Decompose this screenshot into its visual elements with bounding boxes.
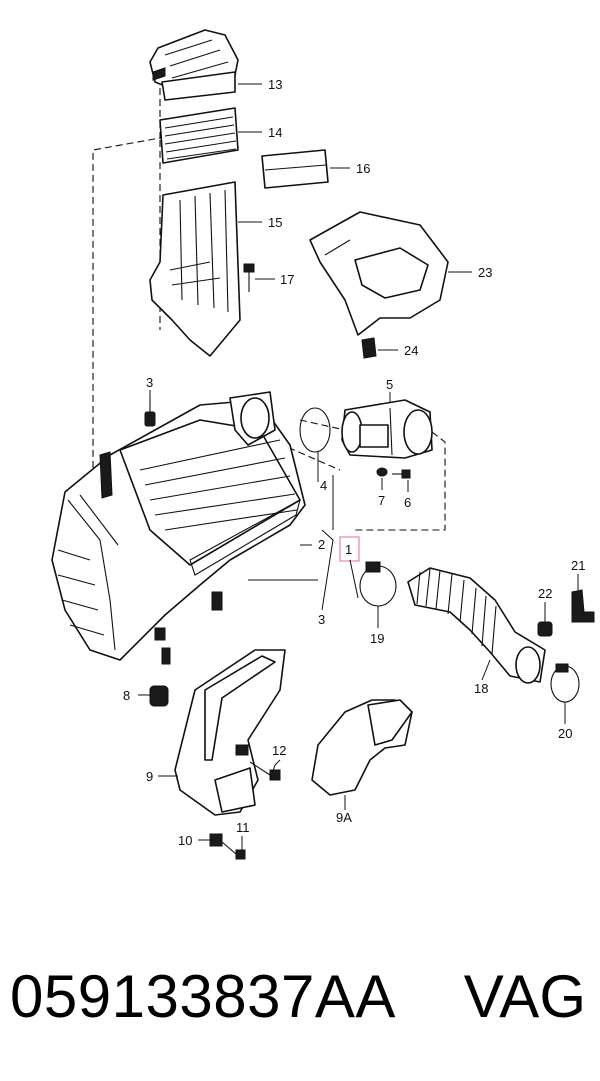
part-9-intake-duct — [174, 649, 286, 816]
exploded-parts-diagram: 13 14 16 15 17 23 24 3 5 7 6 4 2 1 3 19 … — [51, 29, 595, 860]
callout-23: 23 — [478, 265, 492, 280]
part-21-elbow-fitting — [571, 589, 595, 623]
part-11-screw — [221, 841, 246, 860]
part-17-screw — [243, 263, 255, 292]
part-16-foam-insert — [261, 149, 329, 189]
callout-9a: 9A — [336, 810, 352, 825]
part-2-filter-housing — [51, 391, 306, 665]
footer: 059133837AA VAG — [0, 962, 600, 1042]
callout-16: 16 — [356, 161, 370, 176]
brand-name: VAG — [463, 963, 586, 1030]
part-19-hose-clamp — [359, 561, 397, 607]
callout-8: 8 — [123, 688, 130, 703]
callout-18: 18 — [474, 681, 488, 696]
part-12-screw — [249, 761, 281, 781]
part-13-upper-cover — [149, 29, 239, 101]
callout-3-upper: 3 — [146, 375, 153, 390]
callout-5: 5 — [386, 377, 393, 392]
part-23-intake-shroud — [309, 211, 449, 336]
part-22-connector — [537, 621, 553, 637]
callout-7: 7 — [378, 493, 385, 508]
part-6-screw — [392, 469, 411, 479]
callout-4: 4 — [320, 478, 327, 493]
callout-labels: 13 14 16 15 17 23 24 3 5 7 6 4 2 1 3 19 … — [123, 77, 585, 848]
callout-12: 12 — [272, 743, 286, 758]
callout-20: 20 — [558, 726, 572, 741]
callout-1: 1 — [345, 542, 352, 557]
callout-2: 2 — [318, 537, 325, 552]
part-7-washer — [376, 467, 388, 477]
callout-17: 17 — [280, 272, 294, 287]
callout-15: 15 — [268, 215, 282, 230]
part-3-valve — [144, 398, 156, 427]
callout-9: 9 — [146, 769, 153, 784]
callout-14: 14 — [268, 125, 282, 140]
callout-6: 6 — [404, 495, 411, 510]
part-9a-air-guide — [311, 699, 413, 796]
callout-22: 22 — [538, 586, 552, 601]
callout-3-lower: 3 — [318, 612, 325, 627]
part-number: 059133837AA — [10, 963, 396, 1030]
part-1-highlight — [339, 536, 360, 562]
part-14-filter-element — [159, 107, 239, 164]
part-4-seal-ring — [299, 407, 331, 453]
part-15-housing-panel — [149, 181, 241, 357]
part-8-rubber-mount — [149, 685, 169, 707]
callout-13: 13 — [268, 77, 282, 92]
callout-19: 19 — [370, 631, 384, 646]
part-10-clip — [209, 833, 223, 847]
part-18-intake-hose — [407, 567, 546, 684]
callout-24: 24 — [404, 343, 418, 358]
part-24-clip — [361, 337, 377, 359]
callout-11: 11 — [236, 820, 250, 835]
part-5-air-mass-meter — [341, 399, 433, 459]
leader-lines — [138, 83, 579, 850]
callout-21: 21 — [571, 558, 585, 573]
part-20-hose-clamp — [550, 663, 580, 703]
callout-10: 10 — [178, 833, 192, 848]
